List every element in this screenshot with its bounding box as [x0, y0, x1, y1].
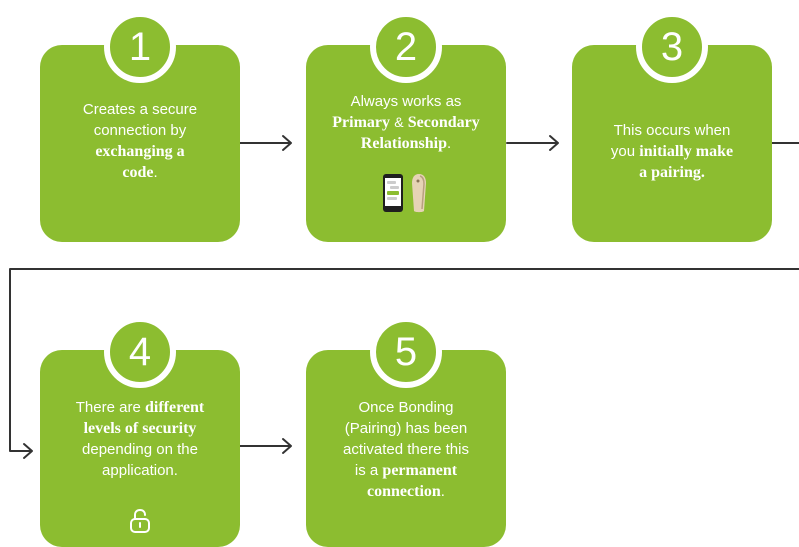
padlock-icon — [130, 508, 150, 533]
step-card-2: 2 Always works as Primary & Secondary Re… — [306, 11, 506, 242]
step-description: Once Bonding (Pairing) has been activate… — [343, 399, 469, 500]
arrow-1-to-2-head — [282, 135, 292, 151]
step-number-badge: 4 — [104, 316, 176, 388]
step-description: Creates a secure connection by exchangin… — [82, 101, 198, 181]
hearing-aid-icon — [412, 174, 426, 213]
step-number-badge: 2 — [370, 11, 442, 83]
step-card-5: 5 Once Bonding (Pairing) has been activa… — [306, 316, 506, 547]
step-number-badge: 3 — [636, 11, 708, 83]
step-description: Always works as Primary & Secondary Rela… — [332, 93, 480, 152]
step-card-3: 3 This occurs when you initially make a … — [572, 11, 772, 242]
step-card-4: 4 There are different levels of security… — [40, 316, 240, 547]
arrow-row-wrap — [9, 268, 799, 452]
arrow-2-to-3-head — [549, 135, 559, 151]
step-number-badge: 5 — [370, 316, 442, 388]
step-description: There are different levels of security d… — [75, 399, 205, 479]
step-number-badge: 1 — [104, 11, 176, 83]
arrow-4-to-5-head — [282, 438, 292, 454]
step-description: This occurs when you initially make a pa… — [610, 122, 734, 181]
smartphone-icon — [383, 174, 403, 212]
step-card-1: 1 Creates a secure connection by exchang… — [40, 11, 240, 242]
arrow-row-wrap-head — [23, 443, 33, 459]
